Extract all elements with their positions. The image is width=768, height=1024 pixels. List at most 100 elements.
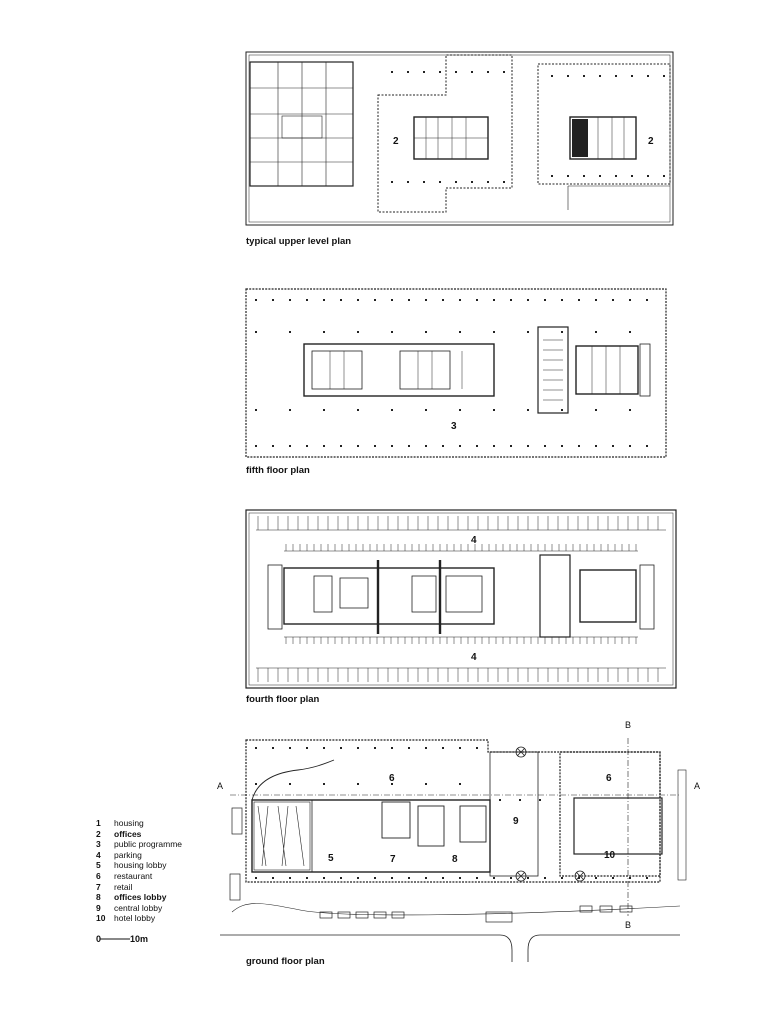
column-mark [391, 71, 393, 73]
column-mark [408, 747, 410, 749]
column-mark [583, 175, 585, 177]
column-mark [503, 71, 505, 73]
column-mark [306, 445, 308, 447]
column-mark [595, 331, 597, 333]
column-mark [323, 331, 325, 333]
column-mark [289, 445, 291, 447]
column-mark [391, 877, 393, 879]
section-mark-b-top: B [625, 720, 632, 730]
column-mark [519, 799, 521, 801]
column-mark [425, 409, 427, 411]
column-mark [442, 877, 444, 879]
column-mark [663, 75, 665, 77]
column-mark [357, 299, 359, 301]
column-mark [391, 747, 393, 749]
column-mark [459, 783, 461, 785]
column-mark [544, 445, 546, 447]
column-mark [578, 445, 580, 447]
label-restaurant-left: 6 [389, 773, 395, 784]
column-mark [423, 181, 425, 183]
column-mark [476, 747, 478, 749]
column-mark [510, 445, 512, 447]
label-retail: 7 [390, 854, 396, 865]
column-mark [561, 445, 563, 447]
column-mark [578, 877, 580, 879]
column-mark [407, 71, 409, 73]
label-public-programme: 3 [451, 421, 457, 432]
column-mark [493, 445, 495, 447]
column-mark [323, 783, 325, 785]
column-mark [578, 299, 580, 301]
column-mark [612, 299, 614, 301]
column-mark [442, 299, 444, 301]
label-parking-top: 4 [471, 535, 477, 546]
column-mark [391, 445, 393, 447]
column-mark [272, 299, 274, 301]
column-mark [646, 877, 648, 879]
column-mark [374, 747, 376, 749]
column-mark [595, 299, 597, 301]
label-parking-bottom: 4 [471, 652, 477, 663]
column-mark [527, 445, 529, 447]
column-mark [595, 877, 597, 879]
column-mark [503, 181, 505, 183]
column-mark [408, 445, 410, 447]
upper-level-plan [245, 51, 674, 226]
column-mark [289, 409, 291, 411]
column-mark [471, 71, 473, 73]
column-mark [459, 331, 461, 333]
column-mark [615, 75, 617, 77]
column-mark [646, 445, 648, 447]
column-mark [629, 877, 631, 879]
column-mark [631, 75, 633, 77]
column-mark [408, 877, 410, 879]
column-mark [631, 175, 633, 177]
column-mark [391, 181, 393, 183]
column-mark [255, 783, 257, 785]
column-mark [289, 747, 291, 749]
column-mark [510, 877, 512, 879]
label-offices-right: 2 [648, 136, 654, 147]
column-mark [374, 445, 376, 447]
column-mark [561, 331, 563, 333]
column-mark [544, 299, 546, 301]
scale-zero: 0 [96, 934, 102, 944]
column-mark [425, 299, 427, 301]
fifth-floor-caption: fifth floor plan [246, 465, 310, 476]
column-mark [255, 747, 257, 749]
column-mark [459, 747, 461, 749]
column-mark [471, 181, 473, 183]
column-mark [425, 445, 427, 447]
column-mark [561, 299, 563, 301]
column-mark [599, 75, 601, 77]
column-mark [425, 783, 427, 785]
column-mark [391, 783, 393, 785]
fourth-floor-caption: fourth floor plan [246, 694, 320, 705]
column-mark [423, 71, 425, 73]
column-mark [255, 299, 257, 301]
column-mark [544, 877, 546, 879]
column-mark [647, 175, 649, 177]
label-offices-left: 2 [393, 136, 399, 147]
column-mark [647, 75, 649, 77]
column-mark [272, 445, 274, 447]
column-mark [340, 445, 342, 447]
column-mark [487, 71, 489, 73]
column-mark [629, 299, 631, 301]
column-mark [289, 299, 291, 301]
column-mark [615, 175, 617, 177]
column-mark [476, 445, 478, 447]
column-mark [340, 299, 342, 301]
column-mark [629, 409, 631, 411]
column-mark [510, 299, 512, 301]
column-mark [487, 181, 489, 183]
column-mark [629, 331, 631, 333]
label-housing-lobby: 5 [328, 853, 334, 864]
ground-floor-caption: ground floor plan [246, 956, 325, 967]
